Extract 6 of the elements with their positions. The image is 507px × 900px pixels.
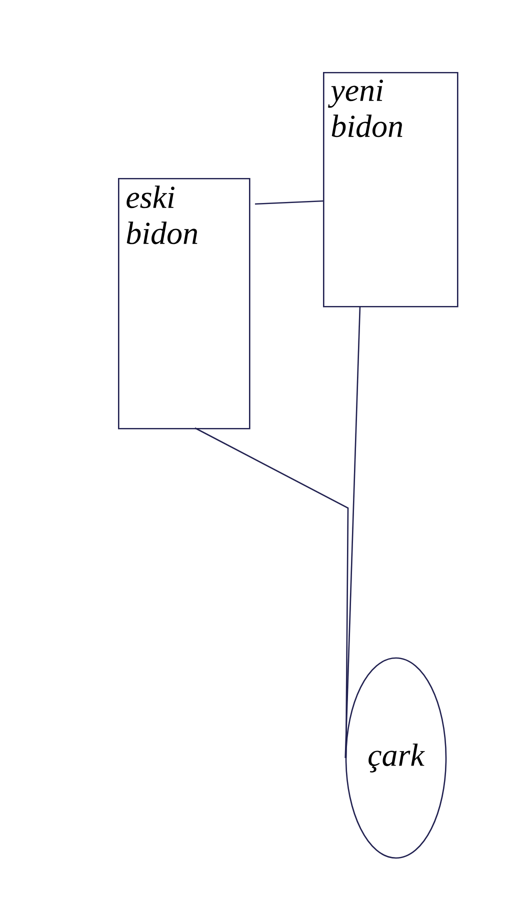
process-box: yeni bidon [323, 72, 458, 308]
connector-line [254, 200, 324, 205]
ellipse-node: çark [345, 657, 447, 859]
connector-line [194, 427, 349, 758]
connector-line [344, 306, 361, 758]
process-box: eski bidon [118, 178, 250, 430]
